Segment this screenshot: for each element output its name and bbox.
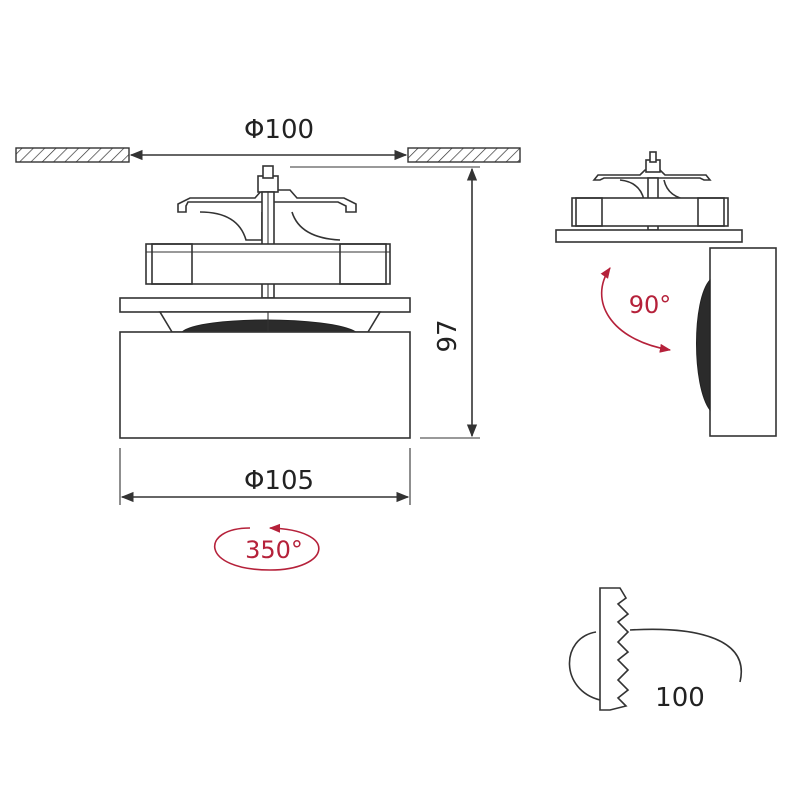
- recess-depth-label: 100: [655, 683, 705, 713]
- trim-ring: [119, 297, 411, 313]
- body-diameter-label: Φ105: [244, 466, 314, 496]
- tilt-driver-left-block: [575, 197, 603, 227]
- body-dimension: Φ105: [119, 448, 411, 505]
- rotation-angle-label: 350°: [245, 536, 303, 564]
- bracket-right: [291, 211, 341, 241]
- heat-sink: [180, 312, 358, 333]
- luminaire-front-view: [119, 165, 411, 439]
- recess-depth-icon: 100: [568, 587, 743, 713]
- bracket-left: [199, 211, 263, 241]
- tilt-driver-right-block: [697, 197, 725, 227]
- tilt-heat-sink: [696, 278, 711, 412]
- tilt-angle-label: 90°: [629, 291, 672, 319]
- recess-arc-left: [568, 631, 601, 701]
- ceiling-section: [15, 147, 521, 163]
- tilt-bracket-left: [619, 179, 645, 201]
- heat-sink-fins: [180, 319, 358, 333]
- tilt-indicator: 90°: [600, 267, 672, 353]
- height-label: 97: [433, 319, 463, 352]
- recess-arc-right: [629, 628, 743, 683]
- luminaire-body: [119, 331, 411, 439]
- driver-housing: [145, 243, 391, 285]
- recess-ceiling-section: [599, 587, 630, 711]
- rotation-arrow: [213, 523, 320, 571]
- luminaire-tilt-view: [555, 151, 777, 437]
- height-dimension: 97: [290, 166, 480, 439]
- tilt-top-screw: [649, 151, 657, 163]
- tilt-trim-ring: [555, 229, 743, 243]
- driver-left-block: [151, 243, 193, 285]
- tilt-bracket-right: [663, 179, 691, 201]
- ceiling-right-hatch: [407, 147, 521, 163]
- tilt-driver-housing: [571, 197, 729, 227]
- rotation-indicator: 350°: [213, 523, 320, 571]
- driver-right-block: [339, 243, 387, 285]
- cutout-dimension: Φ100: [129, 115, 408, 161]
- tilt-arrow: [600, 267, 672, 353]
- tilt-body: [709, 247, 777, 437]
- ceiling-left-hatch: [15, 147, 130, 163]
- tilt-spring-clip: [592, 169, 712, 181]
- top-screw: [262, 165, 274, 179]
- cutout-diameter-label: Φ100: [244, 115, 314, 145]
